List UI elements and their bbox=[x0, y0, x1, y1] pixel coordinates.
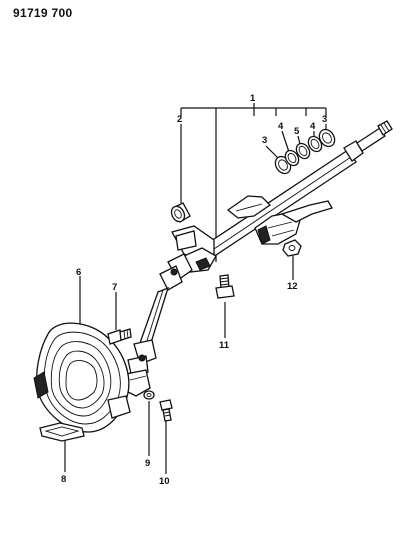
bearing-rings bbox=[274, 128, 336, 175]
bolt-11 bbox=[215, 274, 235, 299]
washer bbox=[143, 390, 155, 400]
bushing bbox=[170, 202, 191, 223]
intermediate-shaft bbox=[123, 253, 193, 397]
callout-3a: 3 bbox=[262, 135, 267, 146]
callout-8: 8 bbox=[61, 474, 66, 485]
callout-4a: 4 bbox=[278, 121, 284, 132]
column-tube bbox=[171, 120, 393, 273]
callout-10: 10 bbox=[159, 476, 170, 487]
callouts: 1 2 3 4 5 4 3 6 7 8 9 10 11 12 bbox=[61, 93, 327, 487]
callout-12: 12 bbox=[287, 281, 298, 292]
bolt-10 bbox=[159, 399, 173, 422]
bolt-7 bbox=[107, 328, 132, 345]
document-number: 91719 700 bbox=[13, 6, 73, 20]
boot-cover bbox=[33, 322, 131, 433]
callout-11: 11 bbox=[219, 340, 230, 351]
callout-1: 1 bbox=[250, 93, 256, 104]
clamp bbox=[39, 422, 85, 442]
nut bbox=[282, 239, 302, 257]
callout-5: 5 bbox=[294, 126, 300, 137]
callout-3b: 3 bbox=[322, 114, 327, 125]
callout-6: 6 bbox=[76, 267, 81, 278]
callout-9: 9 bbox=[145, 458, 150, 469]
callout-7: 7 bbox=[112, 282, 117, 293]
callout-4b: 4 bbox=[310, 121, 316, 132]
callout-2: 2 bbox=[177, 114, 182, 125]
